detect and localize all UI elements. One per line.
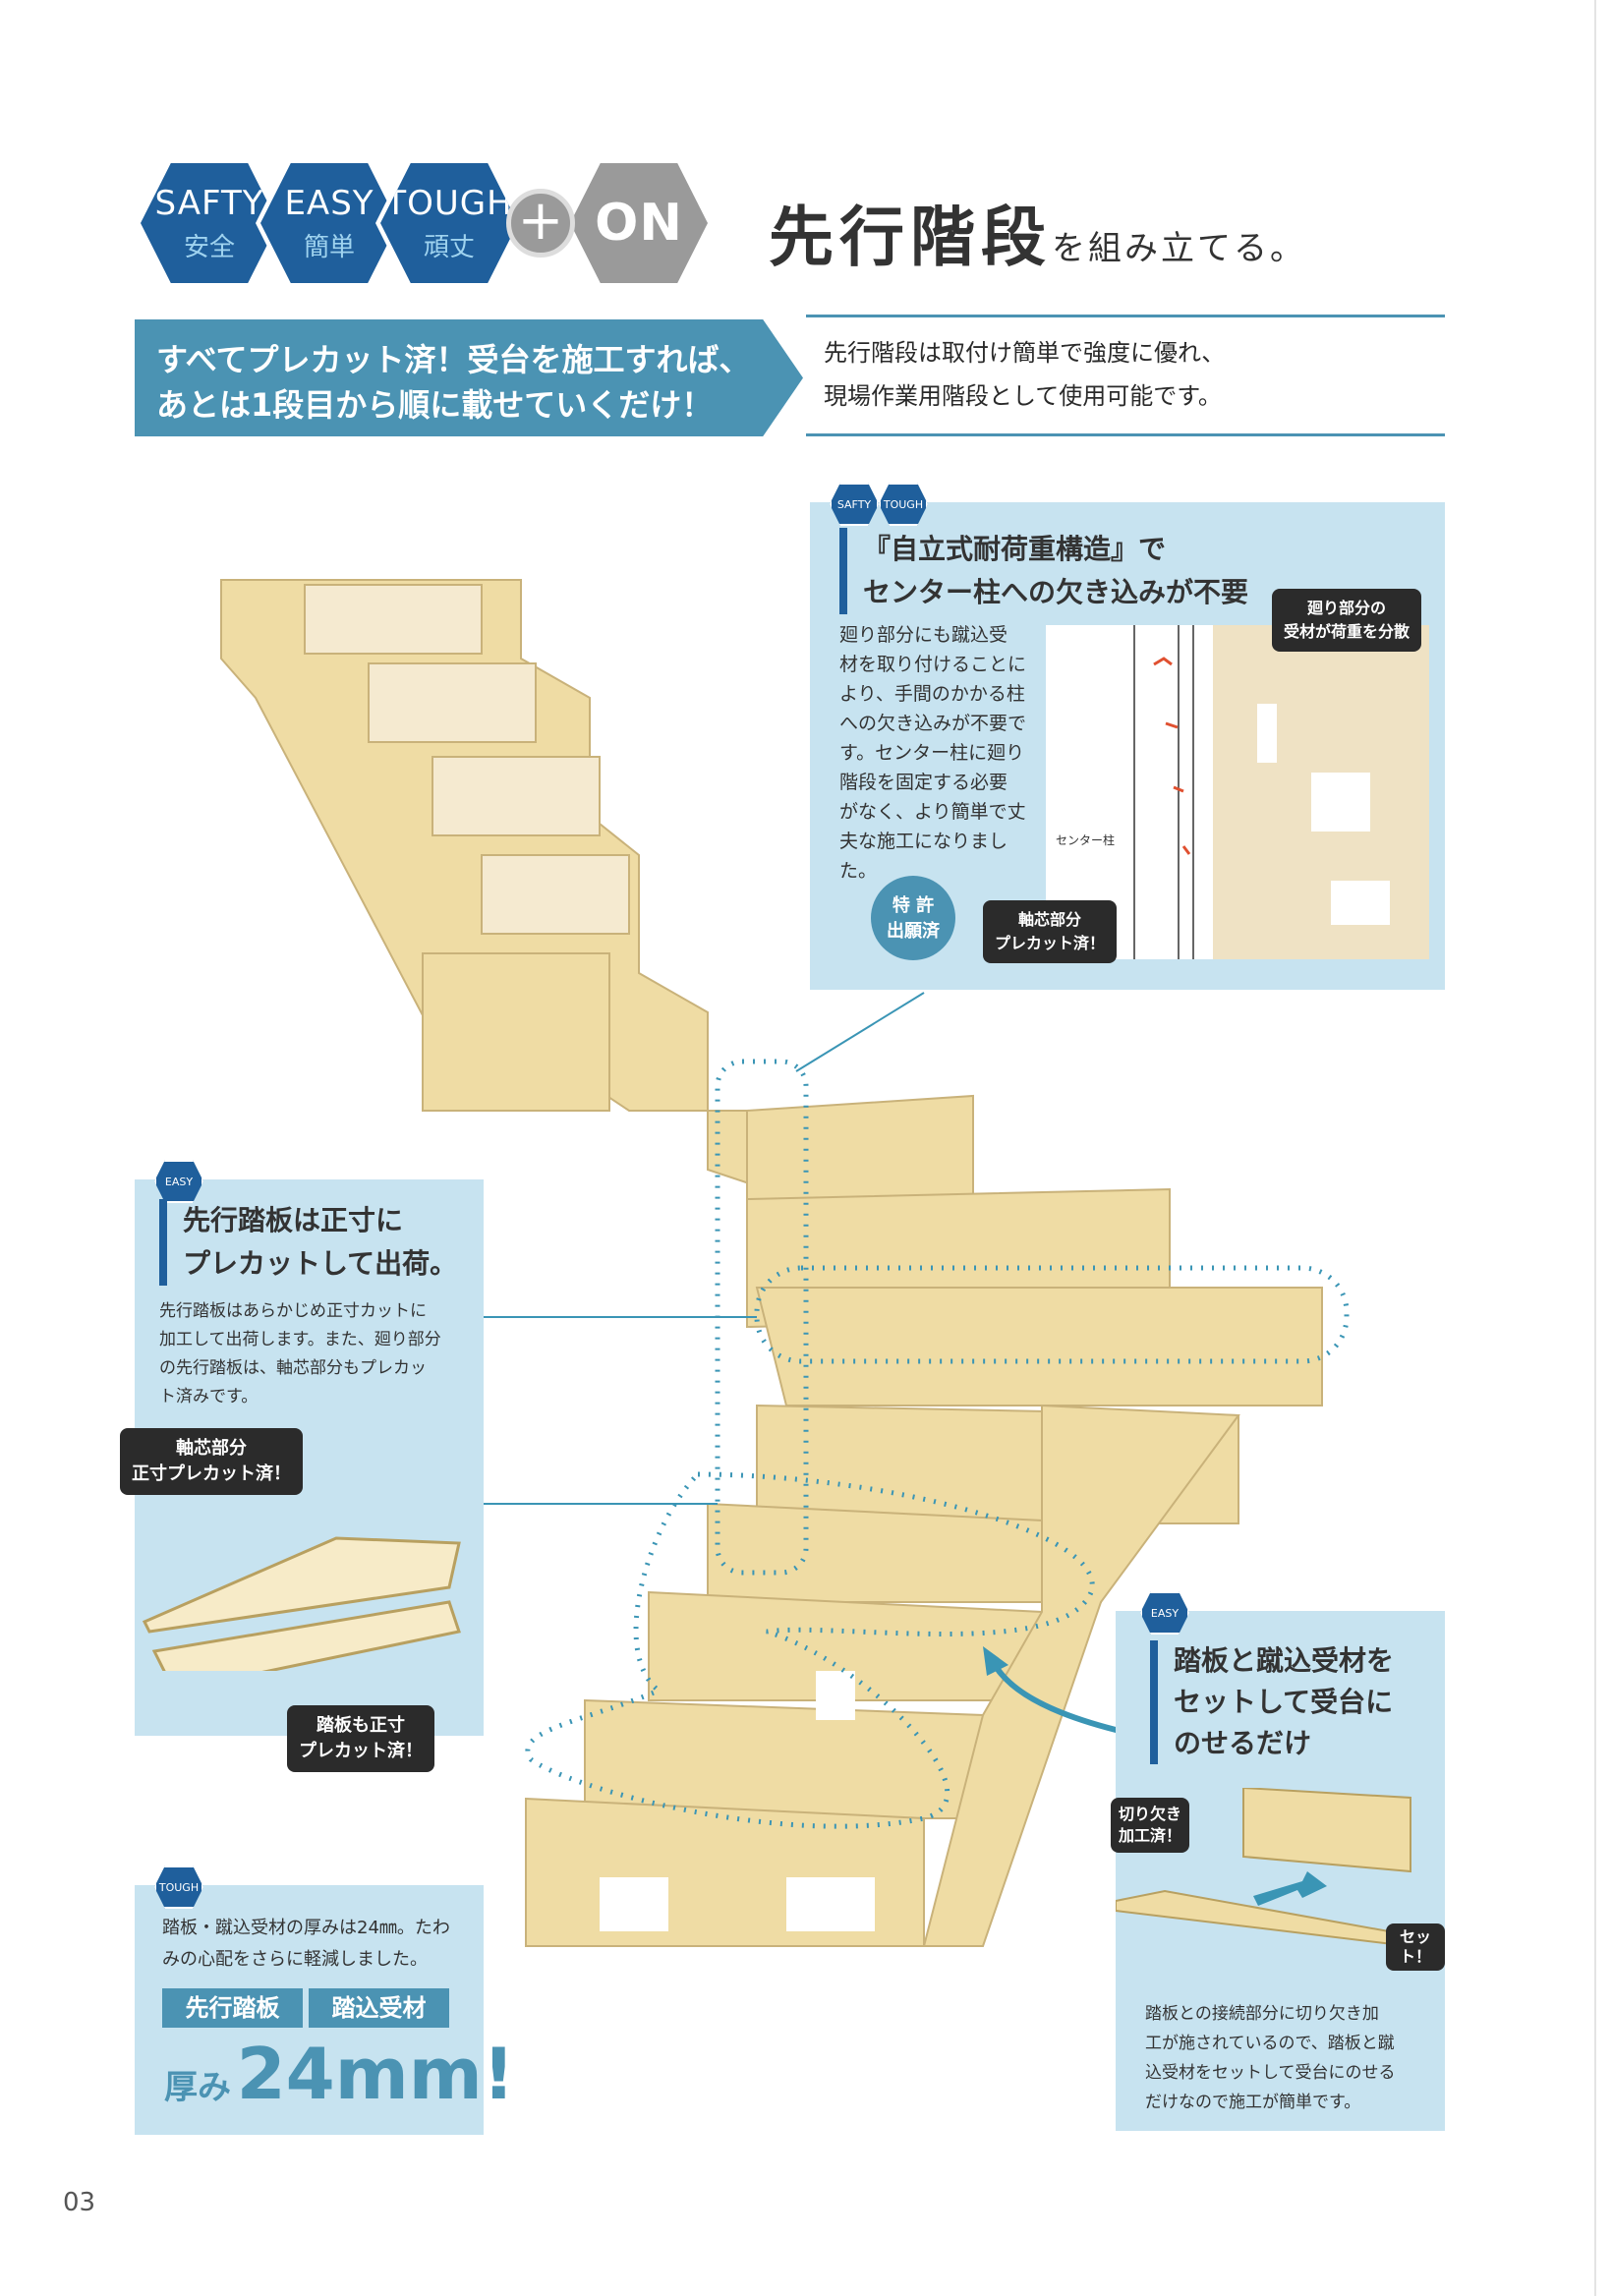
patent-pending-badge: 特 許出願済 [871,876,955,960]
body-line: の先行踏板は、軸芯部分もプレカッ [159,1358,427,1378]
body-line: 工が施されているので、踏板と蹴 [1145,2034,1395,2053]
badge-en: ON [595,194,683,253]
page-edge [1594,0,1596,2296]
body-line: 材を取り付けることに [839,654,1027,675]
box-body: 廻り部分にも蹴込受材を取り付けることにより、手間のかかる柱への欠き込みが不要です… [839,620,1036,886]
center-post-label: センター柱 [1056,833,1116,847]
callout-notched: 切り欠き加工済！ [1111,1798,1190,1853]
body-line: だけなので施工が簡単です。 [1145,2093,1361,2112]
intro-text: 先行階段は取付け簡単で強度に優れ、現場作業用階段として使用可能です。 [806,315,1445,436]
feature-box-precut-tread: EASY 先行踏板は正寸にプレカットして出荷。 先行踏板はあらかじめ正寸カットに… [120,1160,484,1772]
banner-line: すべてプレカット済！受台を施工すれば、 [156,341,751,378]
plus-icon: + [506,189,575,258]
patent-line: 特 許 [892,895,935,916]
callout-line: プレカット済！ [299,1741,423,1761]
body-line: 踏板との接続部分に切り欠き加 [1145,2004,1379,2024]
heading-line: 先行踏板は正寸に [183,1204,404,1236]
body-line: みの心配をさらに軽減しました。 [162,1949,428,1970]
box-heading: 先行踏板は正寸にプレカットして出荷。 [159,1199,457,1286]
title-main: 先行階段 [769,200,1052,275]
heading-line: セットして受台に [1174,1686,1394,1718]
intro-line: 先行階段は取付け簡単で強度に優れ、 [824,339,1226,367]
callout-line: 切り欠き [1119,1805,1182,1823]
callout-line: 踏板も正寸 [317,1715,405,1736]
badge-jp: 頑丈 [423,232,475,262]
badge-tough: TOUGH 頑丈 [375,158,523,288]
body-line: 加工して出荷します。また、廻り部分 [159,1330,441,1349]
body-line: 踏板・蹴込受材の厚みは24㎜。たわ [162,1918,450,1938]
badge-tough: TOUGH [154,1866,203,1909]
title-sub: を組み立てる。 [1052,229,1306,268]
badge-jp: 安全 [183,232,235,262]
tag-tread: 先行踏板 [162,1988,303,2028]
heading-line: センター柱への欠き込みが不要 [863,576,1249,608]
callout-line: 受材が荷重を分散 [1284,622,1410,641]
callout-load-distribute: 廻り部分の受材が荷重を分散 [1272,589,1422,652]
callout-axis-precut: 軸芯部分プレカット済！ [983,900,1118,963]
body-line: 込受材をセットして受台にのせる [1145,2063,1396,2083]
callout-line: 正寸プレカット済！ [132,1464,291,1484]
feature-box-set-and-place: EASY 踏板と蹴込受材をセットして受台にのせるだけ 切り欠き加工済！ セット！… [1111,1591,1445,2131]
thickness-display: 厚み 24mm! [164,2033,515,2115]
callout-tread-exact: 踏板も正寸プレカット済！ [287,1705,434,1772]
intro-line: 現場作業用階段として使用可能です。 [824,382,1222,410]
badge-en: SAFTY [154,183,264,223]
tread-boards-illustration [142,1536,461,1671]
page-number: 03 [63,2188,96,2217]
callout-set: セット！ [1386,1923,1445,1971]
badge-jp: 簡単 [303,232,355,262]
feature-box-thickness: TOUGH 踏板・蹴込受材の厚みは24㎜。たわみの心配をさらに軽減しました。 先… [135,1866,515,2135]
box-body: 踏板・蹴込受材の厚みは24㎜。たわみの心配をさらに軽減しました。 [162,1913,450,1976]
callout-line: プレカット済！ [995,934,1106,952]
body-line: 階段を固定する必要 [839,772,1008,793]
heading-line: 踏板と蹴込受材を [1174,1644,1395,1677]
badge-easy: EASY 簡単 [256,158,403,288]
heading-line: のせるだけ [1174,1727,1312,1759]
thickness-label: 厚み [164,2068,231,2107]
page-title: 先行階段を組み立てる。 [769,185,1306,279]
riser-tread-illustration [1116,1788,1413,1945]
heading-line: 『自立式耐荷重構造』で [863,533,1167,565]
badge-safty: SAFTY [830,483,879,526]
body-line: 先行踏板はあらかじめ正寸カットに [159,1301,427,1321]
badge-on: ON [565,158,713,288]
patent-line: 出願済 [887,921,940,942]
body-line: 廻り部分にも蹴込受 [839,624,1008,646]
callout-line: 軸芯部分 [1018,910,1082,929]
body-line: への欠き込みが不要で [839,713,1027,734]
box-heading: 『自立式耐荷重構造』でセンター柱への欠き込みが不要 [839,528,1248,614]
body-line: す。センター柱に廻り [839,742,1025,764]
body-line: ト済みです。 [159,1387,259,1406]
thickness-value: 24mm! [236,2033,515,2115]
callout-axis-exact: 軸芯部分正寸プレカット済！ [120,1428,303,1495]
body-line: がなく、より簡単で丈 [839,801,1026,823]
box-body: 踏板との接続部分に切り欠き加工が施されているので、踏板と蹴込受材をセットして受台… [1145,1999,1396,2117]
tag-riser-support: 踏込受材 [309,1988,449,2028]
callout-line: 軸芯部分 [176,1438,247,1459]
staircase-illustration [220,579,1350,1947]
feature-box-load-structure: SAFTY TOUGH 『自立式耐荷重構造』でセンター柱への欠き込みが不要 廻り… [810,483,1445,990]
badge-easy: EASY [154,1160,203,1203]
box-heading: 踏板と蹴込受材をセットして受台にのせるだけ [1150,1640,1394,1764]
heading-line: プレカットして出荷。 [183,1247,458,1280]
body-line: より、手間のかかる柱 [839,683,1025,705]
badge-easy: EASY [1140,1591,1189,1635]
banner-line: あとは1段目から順に載せていくだけ！ [156,386,714,424]
body-line: 夫な施工になりました。 [839,831,1008,882]
badge-tough: TOUGH [879,483,928,526]
callout-line: 加工済！ [1119,1826,1182,1845]
badge-en: TOUGH [385,183,513,223]
badge-en: EASY [284,183,374,223]
callout-line: 廻り部分の [1307,599,1387,617]
lead-banner: すべてプレカット済！受台を施工すれば、あとは1段目から順に載せていくだけ！ [135,319,803,436]
box-body: 先行踏板はあらかじめ正寸カットに加工して出荷します。また、廻り部分の先行踏板は、… [159,1297,441,1411]
